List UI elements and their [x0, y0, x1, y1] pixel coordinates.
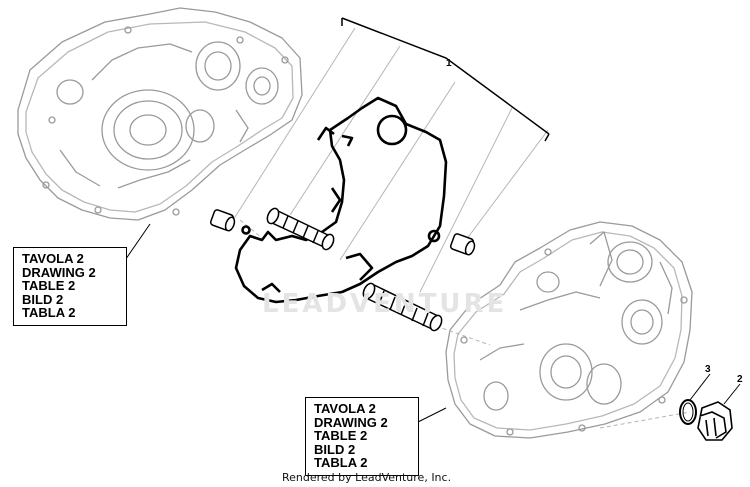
legend-left-line: BILD 2 [22, 291, 64, 307]
legend-left-line: DRAWING 2 [22, 264, 96, 280]
o-ring [679, 399, 697, 425]
dowel-sleeve-left [209, 209, 236, 232]
footer-credit: Rendered by LeadVenture, Inc. [282, 471, 452, 484]
legend-box-right: TAVOLA 2 DRAWING 2 TABLE 2 BILD 2 TABLA … [305, 397, 419, 476]
legend-left-line: TAVOLA 2 [22, 251, 84, 266]
legend-right-line: BILD 2 [314, 441, 356, 457]
callout-gasket-set: 1 [446, 58, 452, 69]
strainer-tube-upper [266, 207, 335, 251]
legend-right-line: TABLA 2 [314, 455, 368, 470]
strainer-tube-lower [362, 282, 443, 332]
legend-right-line: TABLE 2 [314, 428, 368, 443]
legend-right-line: DRAWING 2 [314, 414, 388, 430]
dowel-sleeve-right [449, 233, 476, 256]
watermark-text: LEADVENTURE [262, 289, 508, 319]
leader-lines [109, 223, 741, 431]
legend-left-line: TABLA 2 [22, 305, 76, 320]
legend-right-line: TAVOLA 2 [314, 401, 376, 416]
crankcase-gasket [234, 96, 448, 304]
callout-o-ring: 3 [705, 364, 711, 375]
left-crankcase-half [17, 7, 303, 221]
item-1-bracket-tip-right [544, 133, 550, 142]
item-1-bracket [341, 17, 550, 135]
callout-plug: 2 [737, 374, 743, 385]
legend-box-left: TAVOLA 2 DRAWING 2 TABLE 2 BILD 2 TABLA … [13, 247, 127, 326]
right-crankcase-half [445, 221, 693, 439]
exploded-guide-lines [229, 27, 691, 429]
legend-left-line: TABLE 2 [22, 278, 76, 293]
drain-plug [697, 401, 733, 441]
